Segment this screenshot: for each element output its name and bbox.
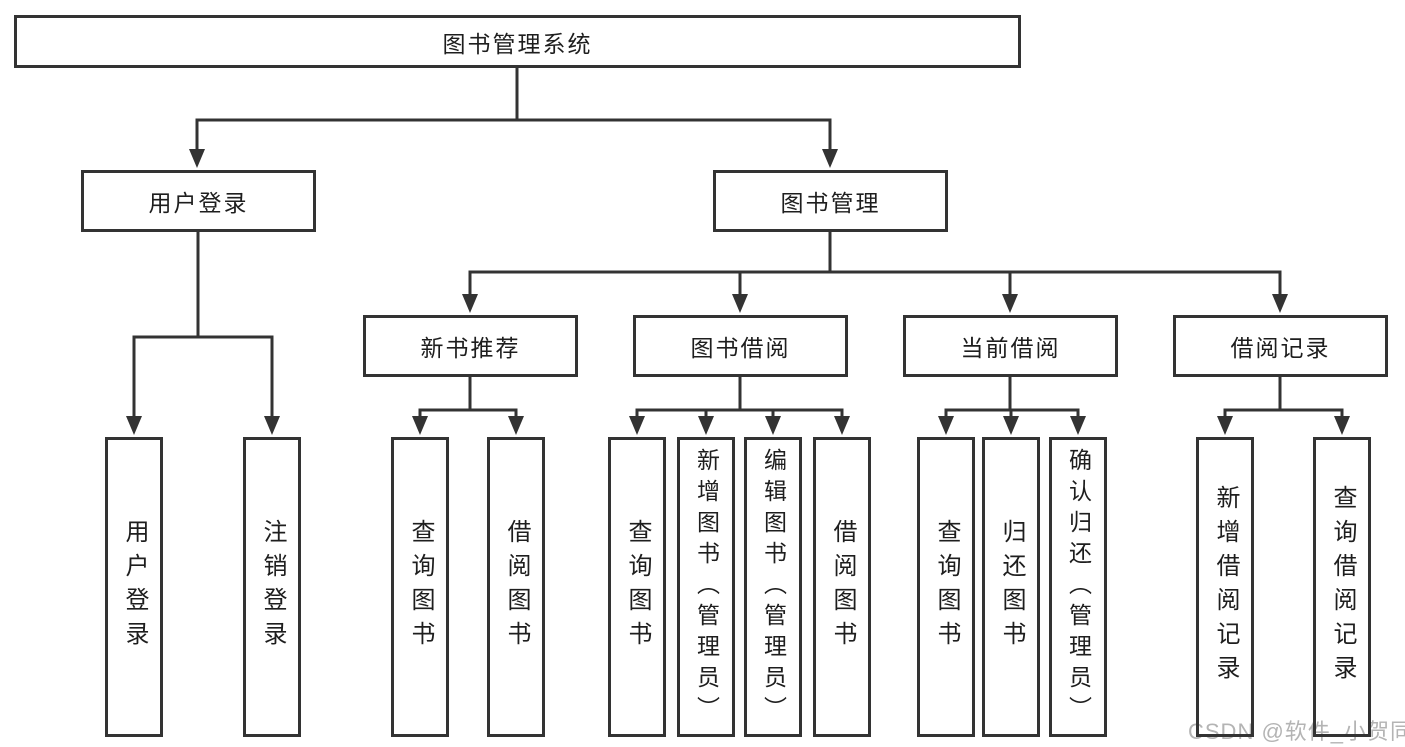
arrowhead-icon <box>412 416 428 435</box>
arrowhead-icon <box>1217 416 1233 435</box>
leaf-query-books-1: 查询图书 <box>391 437 449 737</box>
csdn-watermark: CSDN @软件_小贺同学 <box>1188 719 1405 744</box>
arrowhead-icon <box>189 149 205 168</box>
arrowhead-icon <box>822 149 838 168</box>
leaf-user-login: 用户登录 <box>105 437 163 737</box>
arrowhead-icon <box>629 416 645 435</box>
leaf-query-books-3: 查询图书 <box>917 437 975 737</box>
leaf-edit-books-admin: 编辑图书（管理员） <box>744 437 802 737</box>
node-book-management: 图书管理 <box>713 170 948 232</box>
arrowhead-icon <box>264 416 280 435</box>
node-new-book-recommend: 新书推荐 <box>363 315 578 377</box>
arrowhead-icon <box>1003 416 1019 435</box>
arrowhead-icon <box>1334 416 1350 435</box>
leaf-add-borrow-record: 新增借阅记录 <box>1196 437 1254 737</box>
node-current-borrow: 当前借阅 <box>903 315 1118 377</box>
leaf-confirm-return-admin: 确认归还（管理员） <box>1049 437 1107 737</box>
arrowhead-icon <box>765 416 781 435</box>
arrowhead-icon <box>732 294 748 313</box>
node-root: 图书管理系统 <box>14 15 1021 68</box>
arrowhead-icon <box>1272 294 1288 313</box>
arrowhead-icon <box>1070 416 1086 435</box>
leaf-return-books: 归还图书 <box>982 437 1040 737</box>
arrowhead-icon <box>462 294 478 313</box>
node-book-borrow: 图书借阅 <box>633 315 848 377</box>
arrowhead-icon <box>834 416 850 435</box>
leaf-query-borrow-record: 查询借阅记录 <box>1313 437 1371 737</box>
leaf-logout: 注销登录 <box>243 437 301 737</box>
leaf-borrow-books-1: 借阅图书 <box>487 437 545 737</box>
arrowhead-icon <box>508 416 524 435</box>
arrowhead-icon <box>938 416 954 435</box>
arrowhead-icon <box>698 416 714 435</box>
leaf-add-books-admin: 新增图书（管理员） <box>677 437 735 737</box>
leaf-query-books-2: 查询图书 <box>608 437 666 737</box>
node-user-login: 用户登录 <box>81 170 316 232</box>
arrowhead-icon <box>126 416 142 435</box>
leaf-borrow-books-2: 借阅图书 <box>813 437 871 737</box>
arrowhead-icon <box>1002 294 1018 313</box>
node-borrow-records: 借阅记录 <box>1173 315 1388 377</box>
